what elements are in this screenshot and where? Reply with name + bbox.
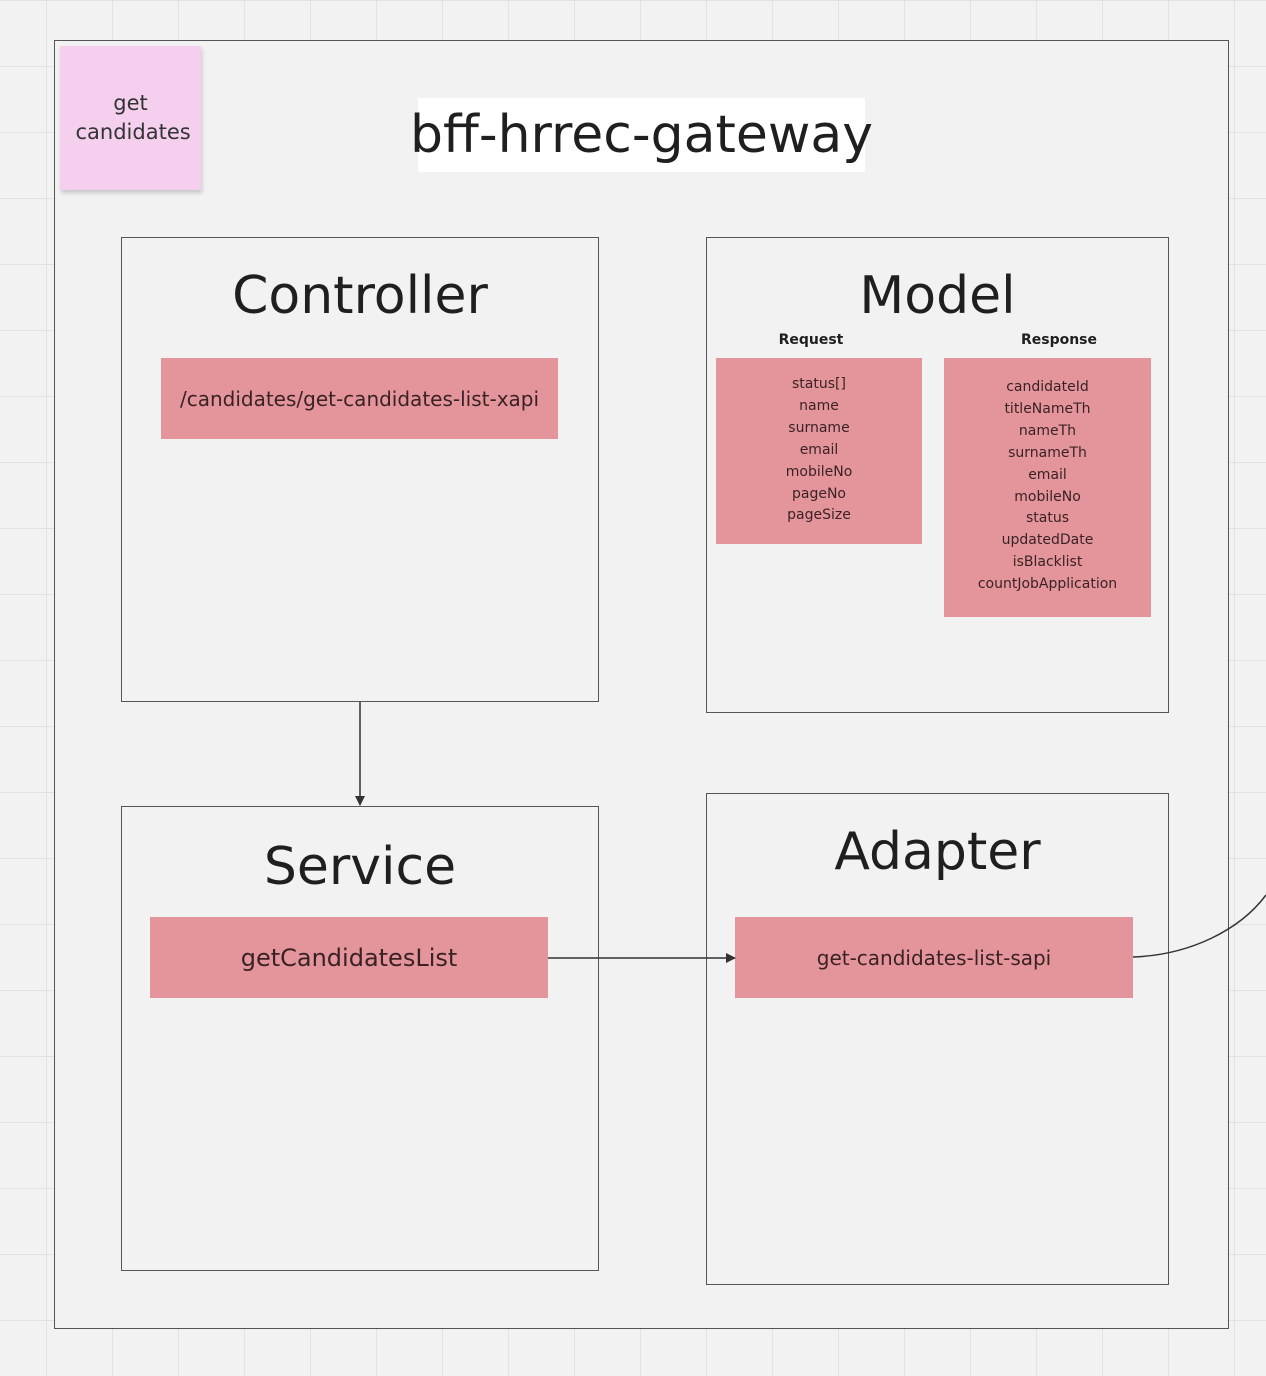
request-field: surname	[788, 419, 850, 436]
request-field: email	[799, 441, 839, 458]
response-field: isBlacklist	[1012, 554, 1083, 571]
adapter-call-card[interactable]: get-candidates-list-sapi	[735, 917, 1133, 998]
response-field: nameTh	[1018, 422, 1077, 439]
controller-endpoint-text: /candidates/get-candidates-list-xapi	[179, 386, 540, 411]
controller-title: Controller	[232, 266, 488, 326]
request-title: Request	[778, 332, 844, 348]
response-fields-card[interactable]: candidateId titleNameTh nameTh surnameTh…	[944, 358, 1151, 617]
adapter-external-connector[interactable]	[1132, 894, 1266, 958]
response-field: candidateId	[1006, 379, 1089, 395]
response-field: email	[1028, 466, 1067, 483]
adapter-call-text: get-candidates-list-sapi	[816, 945, 1052, 970]
request-field: status[]	[792, 376, 846, 392]
request-field: mobileNo	[785, 463, 853, 480]
request-field: pageNo	[791, 485, 846, 502]
request-field: pageSize	[787, 507, 851, 524]
service-method-text: getCandidatesList	[240, 943, 458, 972]
request-fields-card[interactable]: status[] name surname email mobileNo pag…	[716, 358, 922, 544]
response-field: surnameTh	[1008, 444, 1087, 461]
model-title: Model	[859, 266, 1016, 326]
response-field: countJobApplication	[977, 576, 1118, 593]
sticky-note-text: get candidates	[75, 91, 191, 144]
service-method-card[interactable]: getCandidatesList	[150, 917, 548, 998]
service-title: Service	[263, 837, 457, 897]
response-field: mobileNo	[1014, 488, 1081, 505]
controller-endpoint-card[interactable]: /candidates/get-candidates-list-xapi	[161, 358, 558, 439]
diagram-title-text: bff-hrrec-gateway	[409, 105, 874, 165]
response-field: status	[1025, 510, 1070, 527]
adapter-title: Adapter	[834, 822, 1041, 882]
response-field: updatedDate	[1001, 532, 1094, 549]
controller-panel[interactable]: Controller	[121, 237, 599, 702]
service-panel[interactable]: Service	[121, 806, 599, 1271]
sticky-note[interactable]: get candidates	[60, 46, 201, 190]
response-field: titleNameTh	[1004, 400, 1091, 417]
diagram-title[interactable]: bff-hrrec-gateway	[410, 98, 873, 172]
response-title: Response	[1020, 332, 1098, 348]
request-field: name	[799, 397, 839, 414]
adapter-panel[interactable]: Adapter	[706, 793, 1169, 1285]
